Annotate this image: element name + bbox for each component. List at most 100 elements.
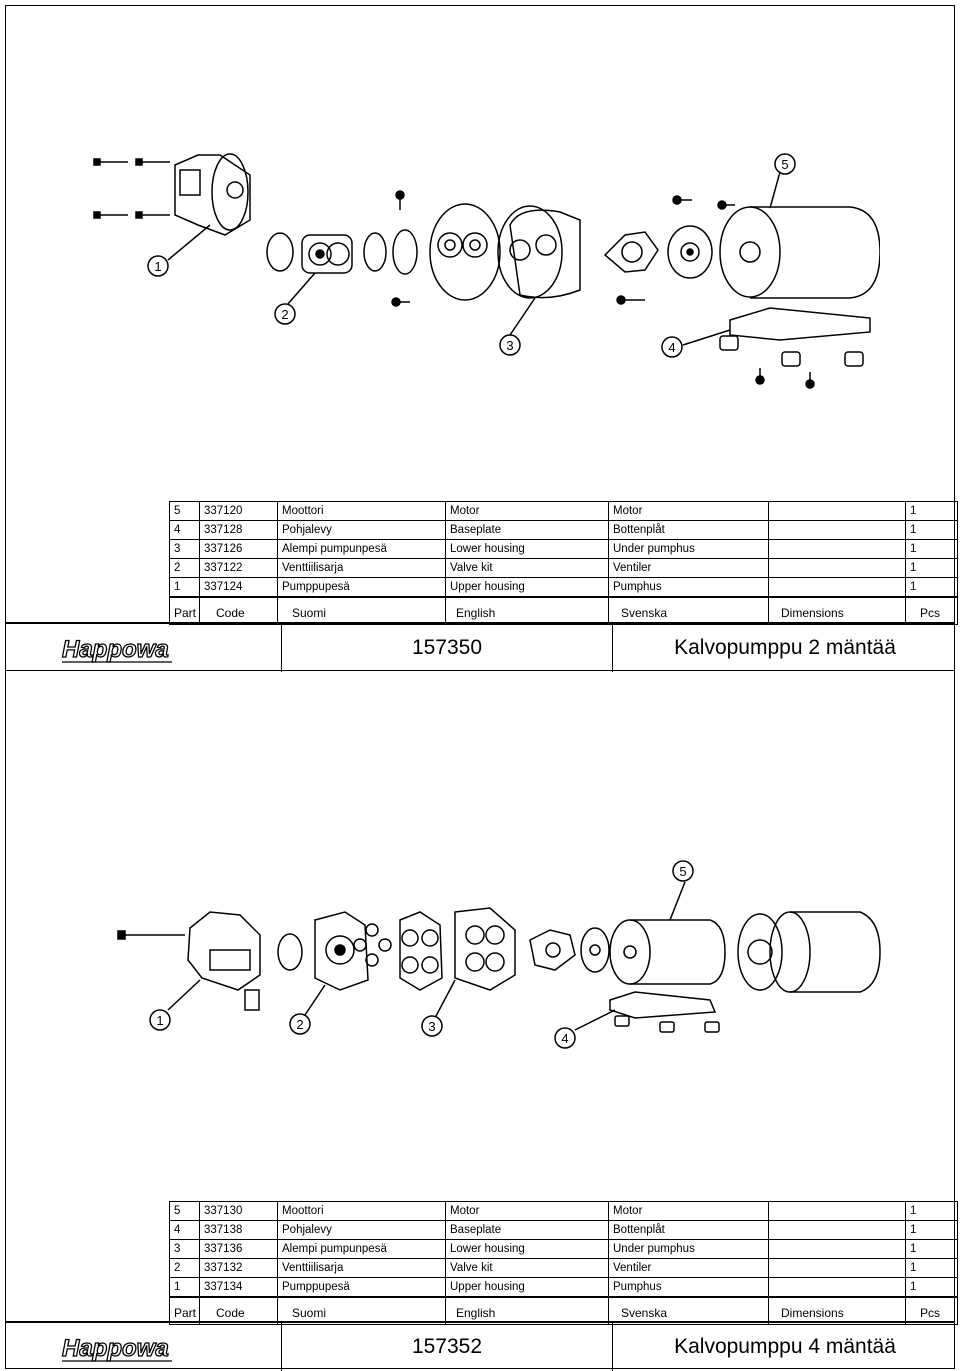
name-suomi-cell: Alempi pumpunpesä	[277, 1239, 446, 1259]
screw-icon	[135, 211, 170, 219]
callout-1: 1	[149, 1009, 171, 1031]
dimensions-cell	[768, 1258, 906, 1278]
valve-kit-part	[301, 234, 353, 274]
header-english: English	[445, 596, 609, 625]
name-suomi-cell: Alempi pumpunpesä	[277, 539, 446, 559]
pieces-cell: 1	[905, 539, 958, 559]
pieces-cell: 1	[905, 520, 958, 540]
name-english-cell: Motor	[445, 501, 609, 521]
dimensions-cell	[768, 558, 906, 578]
svg-text:2: 2	[281, 307, 288, 322]
happowa-logo: Happowa	[61, 635, 172, 664]
part-number-cell: 4	[169, 520, 200, 540]
motor-part	[719, 206, 880, 299]
name-english-cell: Motor	[445, 1201, 609, 1221]
title-row-157350: Happowa 157350 Kalvopumppu 2 mäntää	[5, 622, 955, 672]
exploded-diagram-2-piston: 1 2 3 4 5	[93, 153, 880, 389]
name-english-cell: Upper housing	[445, 1277, 609, 1298]
happowa-logo: Happowa	[61, 1334, 172, 1363]
table-header: Part Code Suomi English Svenska Dimensio…	[169, 1296, 958, 1325]
part-code-cell: 337120	[199, 501, 278, 521]
header-svenska: Svenska	[608, 596, 769, 625]
header-pcs: Pcs	[905, 596, 958, 625]
name-suomi-cell: Venttiilisarja	[277, 1258, 446, 1278]
svg-text:1: 1	[154, 259, 161, 274]
screw-icon	[616, 295, 645, 305]
name-svenska-cell: Bottenplåt	[608, 520, 769, 540]
part-number-cell: 3	[169, 539, 200, 559]
baseplate-part	[719, 307, 871, 389]
page-frame	[5, 5, 955, 1369]
svg-text:Happowa: Happowa	[62, 1335, 169, 1362]
name-svenska-cell: Bottenplåt	[608, 1220, 769, 1240]
name-english-cell: Baseplate	[445, 520, 609, 540]
part-code-cell: 337138	[199, 1220, 278, 1240]
svg-text:3: 3	[506, 338, 513, 353]
title-row-157352: Happowa 157352 Kalvopumppu 4 mäntää	[5, 1321, 955, 1371]
header-english: English	[445, 1296, 609, 1325]
pieces-cell: 1	[905, 501, 958, 521]
name-english-cell: Valve kit	[445, 1258, 609, 1278]
name-suomi-cell: Moottori	[277, 501, 446, 521]
motor-part	[609, 919, 726, 985]
svg-text:1: 1	[156, 1013, 163, 1028]
header-dimensions: Dimensions	[768, 1296, 906, 1325]
svg-text:5: 5	[679, 864, 686, 879]
pieces-cell: 1	[905, 1258, 958, 1278]
callout-2: 2	[289, 1013, 311, 1035]
dimensions-cell	[768, 1220, 906, 1240]
part-number-cell: 4	[169, 1220, 200, 1240]
part-number-cell: 5	[169, 501, 200, 521]
callout-5: 5	[672, 860, 694, 882]
screw-icon	[672, 195, 692, 205]
valve-kit-part	[314, 911, 369, 991]
name-svenska-cell: Ventiler	[608, 558, 769, 578]
header-dimensions: Dimensions	[768, 596, 906, 625]
dimensions-cell	[768, 1277, 906, 1298]
pieces-cell: 1	[905, 1239, 958, 1259]
name-suomi-cell: Pohjalevy	[277, 520, 446, 540]
sheet-separator	[5, 670, 955, 671]
part-code-cell: 337126	[199, 539, 278, 559]
svg-text:2: 2	[296, 1017, 303, 1032]
dimensions-cell	[768, 539, 906, 559]
name-svenska-cell: Motor	[608, 1201, 769, 1221]
callout-5: 5	[774, 153, 796, 175]
header-pcs: Pcs	[905, 1296, 958, 1325]
upper-housing-part	[174, 153, 251, 236]
part-number-cell: 5	[169, 1201, 200, 1221]
bearing-part	[667, 225, 713, 279]
name-svenska-cell: Under pumphus	[608, 539, 769, 559]
callout-4: 4	[661, 336, 683, 358]
part-code-cell: 337136	[199, 1239, 278, 1259]
name-suomi-cell: Pumppupesä	[277, 577, 446, 598]
svg-text:5: 5	[781, 157, 788, 172]
name-svenska-cell: Pumphus	[608, 577, 769, 598]
name-english-cell: Baseplate	[445, 1220, 609, 1240]
part-number-cell: 2	[169, 1258, 200, 1278]
product-code: 157352	[281, 1323, 613, 1371]
pieces-cell: 1	[905, 1277, 958, 1298]
name-english-cell: Upper housing	[445, 577, 609, 598]
part-number-cell: 1	[169, 577, 200, 598]
dimensions-cell	[768, 520, 906, 540]
upper-housing-part	[187, 911, 261, 1011]
part-number-cell: 3	[169, 1239, 200, 1259]
svg-text:Happowa: Happowa	[62, 636, 169, 663]
name-suomi-cell: Pumppupesä	[277, 1277, 446, 1298]
product-name: Kalvopumppu 4 mäntää	[674, 1335, 896, 1358]
bolt-icon	[117, 930, 185, 940]
callout-3: 3	[421, 1015, 443, 1037]
header-suomi: Suomi	[277, 1296, 446, 1325]
name-suomi-cell: Pohjalevy	[277, 1220, 446, 1240]
pieces-cell: 1	[905, 1201, 958, 1221]
part-code-cell: 337122	[199, 558, 278, 578]
callout-1: 1	[147, 255, 169, 277]
header-part: Part	[169, 1296, 200, 1325]
part-code-cell: 337124	[199, 577, 278, 598]
